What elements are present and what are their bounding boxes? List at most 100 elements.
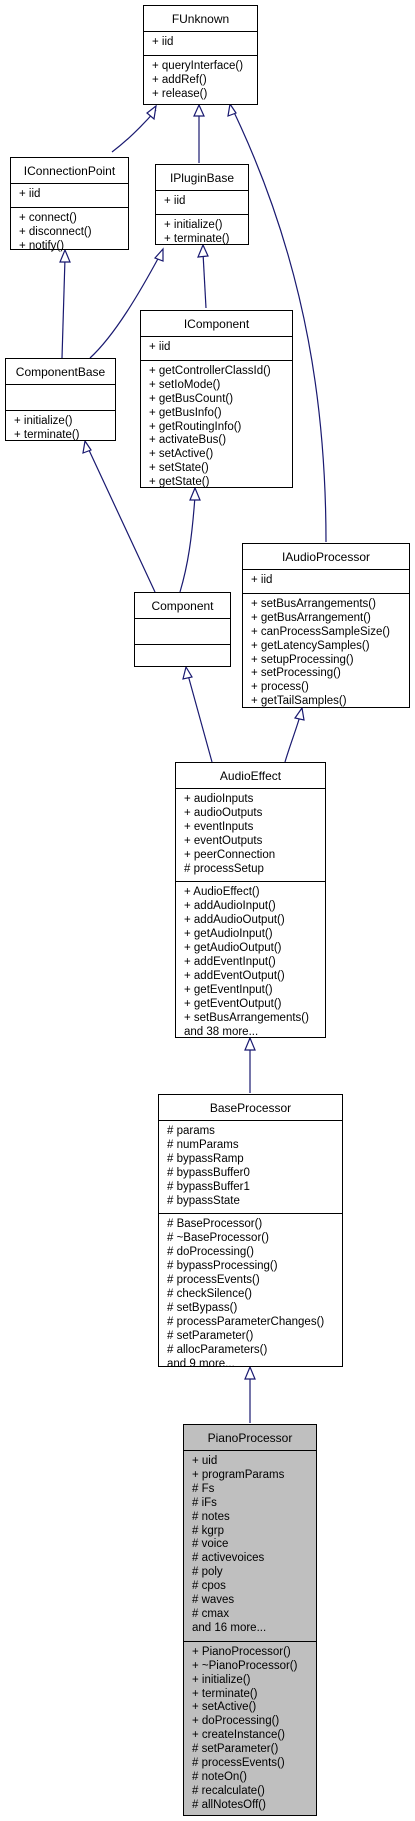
method-item: + getLatencySamples()	[251, 639, 370, 652]
edge-componentbase-iconnectionpoint	[61, 257, 66, 359]
method-item: + getAudioInput()	[184, 928, 273, 941]
method-item: + getState()	[149, 476, 210, 489]
method-item: # bypassProcessing()	[167, 1260, 278, 1273]
method-item: # processEvents()	[192, 1757, 285, 1770]
attribute-item: # voice	[192, 1538, 229, 1551]
attribute-item: # activevoices	[192, 1552, 265, 1565]
method-item: + initialize()	[14, 415, 73, 427]
arrowhead-audioeffect	[244, 1036, 256, 1051]
method-item: + initialize()	[192, 1673, 251, 1686]
attribute-item: + iid	[152, 36, 174, 48]
method-item: + queryInterface()	[152, 59, 244, 72]
method-item: + terminate()	[14, 428, 80, 441]
attribute-item: # processSetup	[184, 862, 264, 875]
attribute-item: + audioOutputs	[184, 806, 263, 819]
method-item: + addEventOutput()	[184, 969, 285, 982]
pianoprocessor-attrs: + uid+ programParams# Fs# iFs# notes# kg…	[184, 1451, 316, 1641]
method-item: + canProcessSampleSize()	[251, 625, 391, 638]
class-iconnectionpoint[interactable]: IConnectionPoint+ iid+ connect()+ discon…	[10, 157, 129, 252]
method-item: + setBusArrangements()	[184, 1011, 309, 1024]
method-item: + getEventOutput()	[184, 997, 282, 1010]
attribute-item: + uid	[192, 1455, 218, 1467]
method-item: + PianoProcessor()	[192, 1645, 291, 1658]
method-item: # allNotesOff()	[192, 1798, 266, 1811]
edge-componentbase-ipluginbase	[89, 254, 161, 359]
method-item: + AudioEffect()	[184, 886, 260, 899]
method-item: # setParameter()	[192, 1743, 279, 1756]
arrowhead-component	[182, 665, 193, 680]
funknown-attrs: + iid	[144, 32, 257, 55]
funknown-name: FUnknown	[144, 6, 257, 32]
arrowhead-funknown-1	[146, 104, 157, 121]
class-componentbase[interactable]: ComponentBase + initialize()+ terminate()	[5, 358, 116, 441]
method-item: + setProcessing()	[251, 667, 341, 680]
attribute-item: # kgrp	[192, 1524, 224, 1537]
method-item: + disconnect()	[19, 225, 92, 238]
iaudioprocessor-attrs: + iid	[243, 570, 409, 593]
funknown-methods: + queryInterface()+ addRef()+ release()	[144, 54, 257, 107]
arrowhead-funknown-3	[227, 102, 237, 117]
attribute-item: # numParams	[167, 1138, 239, 1151]
class-iaudioprocessor[interactable]: IAudioProcessor+ iid+ setBusArrangements…	[242, 543, 410, 708]
method-item: # processEvents()	[167, 1274, 260, 1287]
componentbase-methods: + initialize()+ terminate()	[6, 410, 115, 448]
method-item: # noteOn()	[192, 1770, 247, 1783]
attribute-item: # Fs	[192, 1482, 215, 1495]
attribute-item: # bypassBuffer1	[167, 1180, 250, 1193]
edge-audioeffect-component	[187, 674, 213, 763]
arrowhead-baseprocessor	[244, 1365, 256, 1380]
method-item: + activateBus()	[149, 434, 227, 447]
ipluginbase-name: IPluginBase	[156, 165, 248, 191]
arrowhead-ipluginbase-2	[197, 243, 209, 258]
audioeffect-attrs: + audioInputs+ audioOutputs+ eventInputs…	[176, 789, 325, 881]
class-funknown[interactable]: FUnknown + iid + queryInterface()+ addRef(…	[143, 5, 258, 105]
attribute-item: # poly	[192, 1566, 223, 1579]
attribute-item: + iid	[149, 341, 171, 353]
iconnectionpoint-attrs: + iid	[11, 184, 128, 207]
class-component[interactable]: Component	[134, 592, 231, 667]
attribute-item: # bypassRamp	[167, 1152, 244, 1165]
method-item: + notify()	[19, 239, 65, 252]
componentbase-name: ComponentBase	[6, 359, 115, 385]
arrowhead-iaudioprocessor	[293, 706, 305, 721]
method-item: + addAudioInput()	[184, 900, 276, 913]
method-item: + getEventInput()	[184, 983, 273, 996]
attribute-item: + peerConnection	[184, 848, 276, 861]
iconnectionpoint-name: IConnectionPoint	[11, 158, 128, 184]
method-item: + setIoMode()	[149, 378, 221, 391]
method-item: + getBusCount()	[149, 392, 234, 405]
attribute-item: # notes	[192, 1510, 230, 1523]
attribute-item: + eventInputs	[184, 820, 254, 833]
method-item: + getTailSamples()	[251, 695, 347, 708]
iaudioprocessor-methods: + setBusArrangements()+ getBusArrangemen…	[243, 592, 409, 714]
method-item: # setBypass()	[167, 1301, 238, 1314]
class-baseprocessor[interactable]: BaseProcessor# params# numParams# bypass…	[158, 1094, 343, 1370]
class-icomponent[interactable]: IComponent+ iid+ getControllerClassId()+…	[140, 310, 293, 488]
attribute-item: # cpos	[192, 1580, 226, 1593]
edge-iconnectionpoint-funknown	[111, 109, 157, 153]
audioeffect-name: AudioEffect	[176, 763, 325, 789]
component-attrs	[135, 619, 230, 644]
attribute-item: + audioInputs	[184, 793, 254, 805]
class-pianoprocessor[interactable]: PianoProcessor+ uid+ programParams# Fs# …	[183, 1424, 317, 1816]
arrowhead-ipluginbase-1	[153, 247, 164, 262]
method-item: + terminate()	[164, 232, 230, 245]
icomponent-attrs: + iid	[141, 337, 292, 360]
audioeffect-methods: + AudioEffect()+ addAudioInput()+ addAud…	[176, 881, 325, 1044]
component-name: Component	[135, 593, 230, 619]
iconnectionpoint-methods: + connect()+ disconnect()+ notify()	[11, 206, 128, 259]
ipluginbase-methods: + initialize()+ terminate()	[156, 213, 248, 252]
attribute-item: # cmax	[192, 1607, 230, 1620]
method-item: # allocParameters()	[167, 1343, 268, 1356]
edge-iaudioprocessor-funknown	[231, 107, 327, 543]
class-audioeffect[interactable]: AudioEffect+ audioInputs+ audioOutputs+ …	[175, 762, 326, 1038]
method-item: + ~PianoProcessor()	[192, 1659, 298, 1672]
pianoprocessor-methods: + PianoProcessor()+ ~PianoProcessor()+ i…	[184, 1640, 316, 1818]
edge-icomponent-ipluginbase	[202, 252, 207, 309]
class-ipluginbase[interactable]: IPluginBase+ iid+ initialize()+ terminat…	[155, 164, 249, 245]
method-item: # checkSilence()	[167, 1287, 253, 1300]
attribute-item: # waves	[192, 1594, 235, 1607]
method-item: + setActive()	[192, 1701, 257, 1714]
method-item: + setBusArrangements()	[251, 597, 376, 610]
